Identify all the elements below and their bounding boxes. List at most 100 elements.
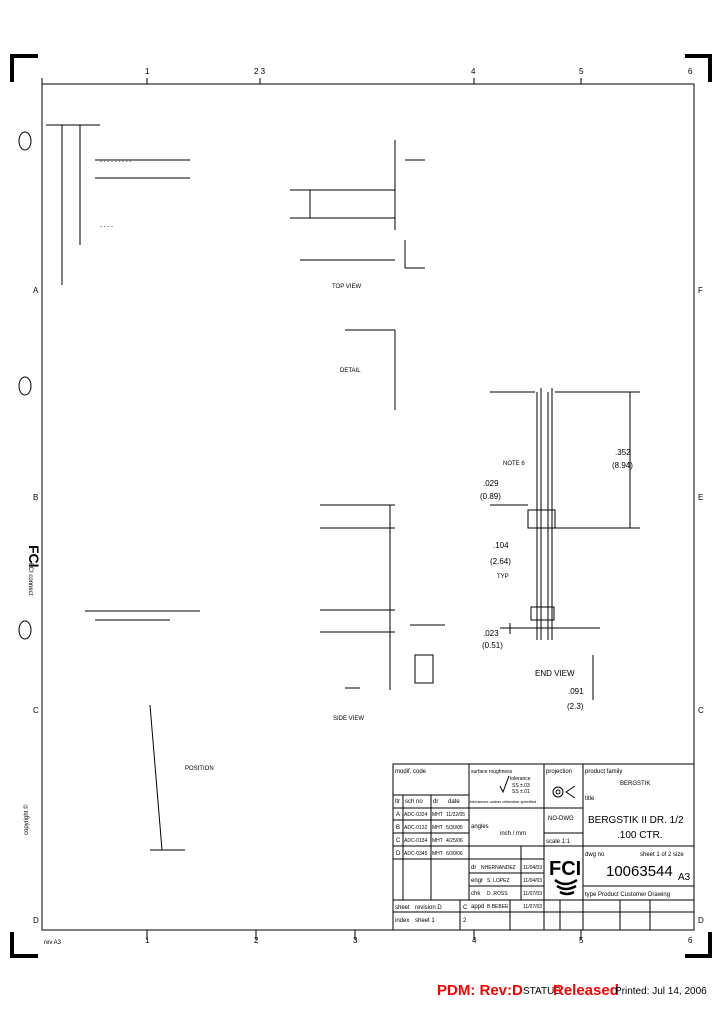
rev-c-ltr: C [396,838,401,844]
title-label: title [585,796,595,802]
fci-logo-sub: FCI connect [27,563,33,596]
zone-left-d: D [33,916,39,925]
rev-header-date: date [448,799,460,805]
section-line [85,610,200,851]
product-family: BERGSTIK [620,781,650,787]
zone-right-4: D [698,916,704,925]
zone-top-6: 6 [688,67,693,76]
index-value: 2 [463,918,467,924]
dim-091-mm: (2.3) [567,702,584,711]
sheet-info: sheet 1 of 2 size [640,852,684,858]
rev-d-date: 6/30/06 [446,851,463,857]
no-dwg: NO-DWG [548,816,574,822]
dr-date: 11/04/03 [523,865,542,871]
index-label: index [395,918,409,924]
projection-label: projection [546,769,572,775]
rev-header-dr: dr [433,799,438,805]
note-6: NOTE 6 [503,461,525,467]
chk-label: chk [471,891,481,897]
zone-right-2: E [698,493,703,502]
sheet-label: sheet [395,905,410,911]
appd-label: appd [471,904,484,910]
rev-d-sch: ADC-0345 [404,851,428,857]
dim-104-mm: (2.64) [490,557,511,566]
zone-bottom-2: 2 [254,936,259,945]
drawing-title-line2: .100 CTR. [617,830,663,841]
dim-104-in: .104 [493,541,509,550]
zone-bottom-5: 5 [579,936,584,945]
rev-b-sch: ADC-0132 [404,825,428,831]
engr-label: engr [471,878,483,884]
modif-code-label: modif. code [395,769,427,775]
dim-104-tag: TYP [497,574,509,580]
zone-top-1: 1 [145,67,150,76]
revision-value: C [463,905,468,911]
zone-left-a: A [33,286,39,295]
surface-label: surface roughness [471,769,513,775]
dim-023-mm: (0.51) [482,641,503,650]
note-line: - - - - [100,224,113,230]
zone-bottom-1: 1 [145,936,150,945]
index-sheet: sheet 1 [415,918,435,924]
zone-ticks [41,78,582,940]
callout-leaders [46,124,190,285]
dim-029-in: .029 [483,479,499,488]
projection-symbol [552,785,576,799]
product-family-label: product family [585,769,622,775]
rev-a-sch: ADC-0324 [404,812,428,818]
surface-symbol [499,775,510,794]
zone-bottom-4: 4 [472,936,477,945]
zone-left-c: C [33,706,39,715]
dr-name: NHERNANDEZ [481,865,516,871]
printed-date: Printed: Jul 14, 2006 [615,986,707,997]
rev-c-dr: MHT [432,838,443,844]
drawing-title-line1: BERGSTIK II DR. 1/2 [588,815,684,826]
corner-marks [10,54,712,958]
angles-label: angles [471,824,489,830]
revision-label: revision D [415,905,442,911]
top-view-label: TOP VIEW [332,284,361,290]
rev-b-ltr: B [396,825,400,831]
dim-352-mm: (8.94) [612,461,633,470]
drawing-type: type Product Customer Drawing [585,892,670,898]
dim-023-in: .023 [483,629,499,638]
rev-header-ltr: ltr [395,799,400,805]
zone-right-3: C [698,706,704,715]
fci-logo-mark: FCI [549,858,581,896]
appd-name: B.BEBEE [487,904,509,910]
pdm-revision: PDM: Rev:D [437,982,523,999]
rev-a-dr: MHT [432,812,443,818]
dim-352-in: .352 [615,448,631,457]
position-label: POSITION [185,766,214,772]
dwg-no-label: dwg no [585,852,605,858]
rev-b-date: 5/30/05 [446,825,463,831]
dim-029-mm: (0.89) [480,492,501,501]
top-view [290,140,425,269]
punch-holes [18,131,32,640]
note-line: - - - - - - - - - [100,159,131,165]
tolerances-note: tolerances unless otherwise specified [470,799,536,804]
zone-top-2: 2 3 [254,67,266,76]
engr-date: 11/04/03 [523,878,542,884]
title-block-grid [392,763,695,931]
tol-value-1: SS ±.03 [512,783,530,789]
side-view-label: SIDE VIEW [333,716,364,722]
zone-bottom-6: 6 [688,936,693,945]
revision-mark: rev A3 [44,940,62,946]
tol-value-2: SS ±.01 [512,789,530,795]
chk-date: 11/07/03 [523,891,542,897]
appd-date: 11/07/03 [523,904,542,910]
rev-b-dr: MHT [432,825,443,831]
rev-header-sch: sch no [405,799,423,805]
engr-name: S. LOPEZ [487,878,510,884]
dr-label: dr [471,865,476,871]
zone-left-b: B [33,493,38,502]
end-view [490,388,640,700]
detail-view [320,329,445,690]
rev-a-ltr: A [396,812,400,818]
status-label: STATUS [523,986,561,997]
copyright-text: copyright © [23,804,30,835]
tolerance-label: tolerance [510,776,531,782]
drawing-border [41,83,695,931]
